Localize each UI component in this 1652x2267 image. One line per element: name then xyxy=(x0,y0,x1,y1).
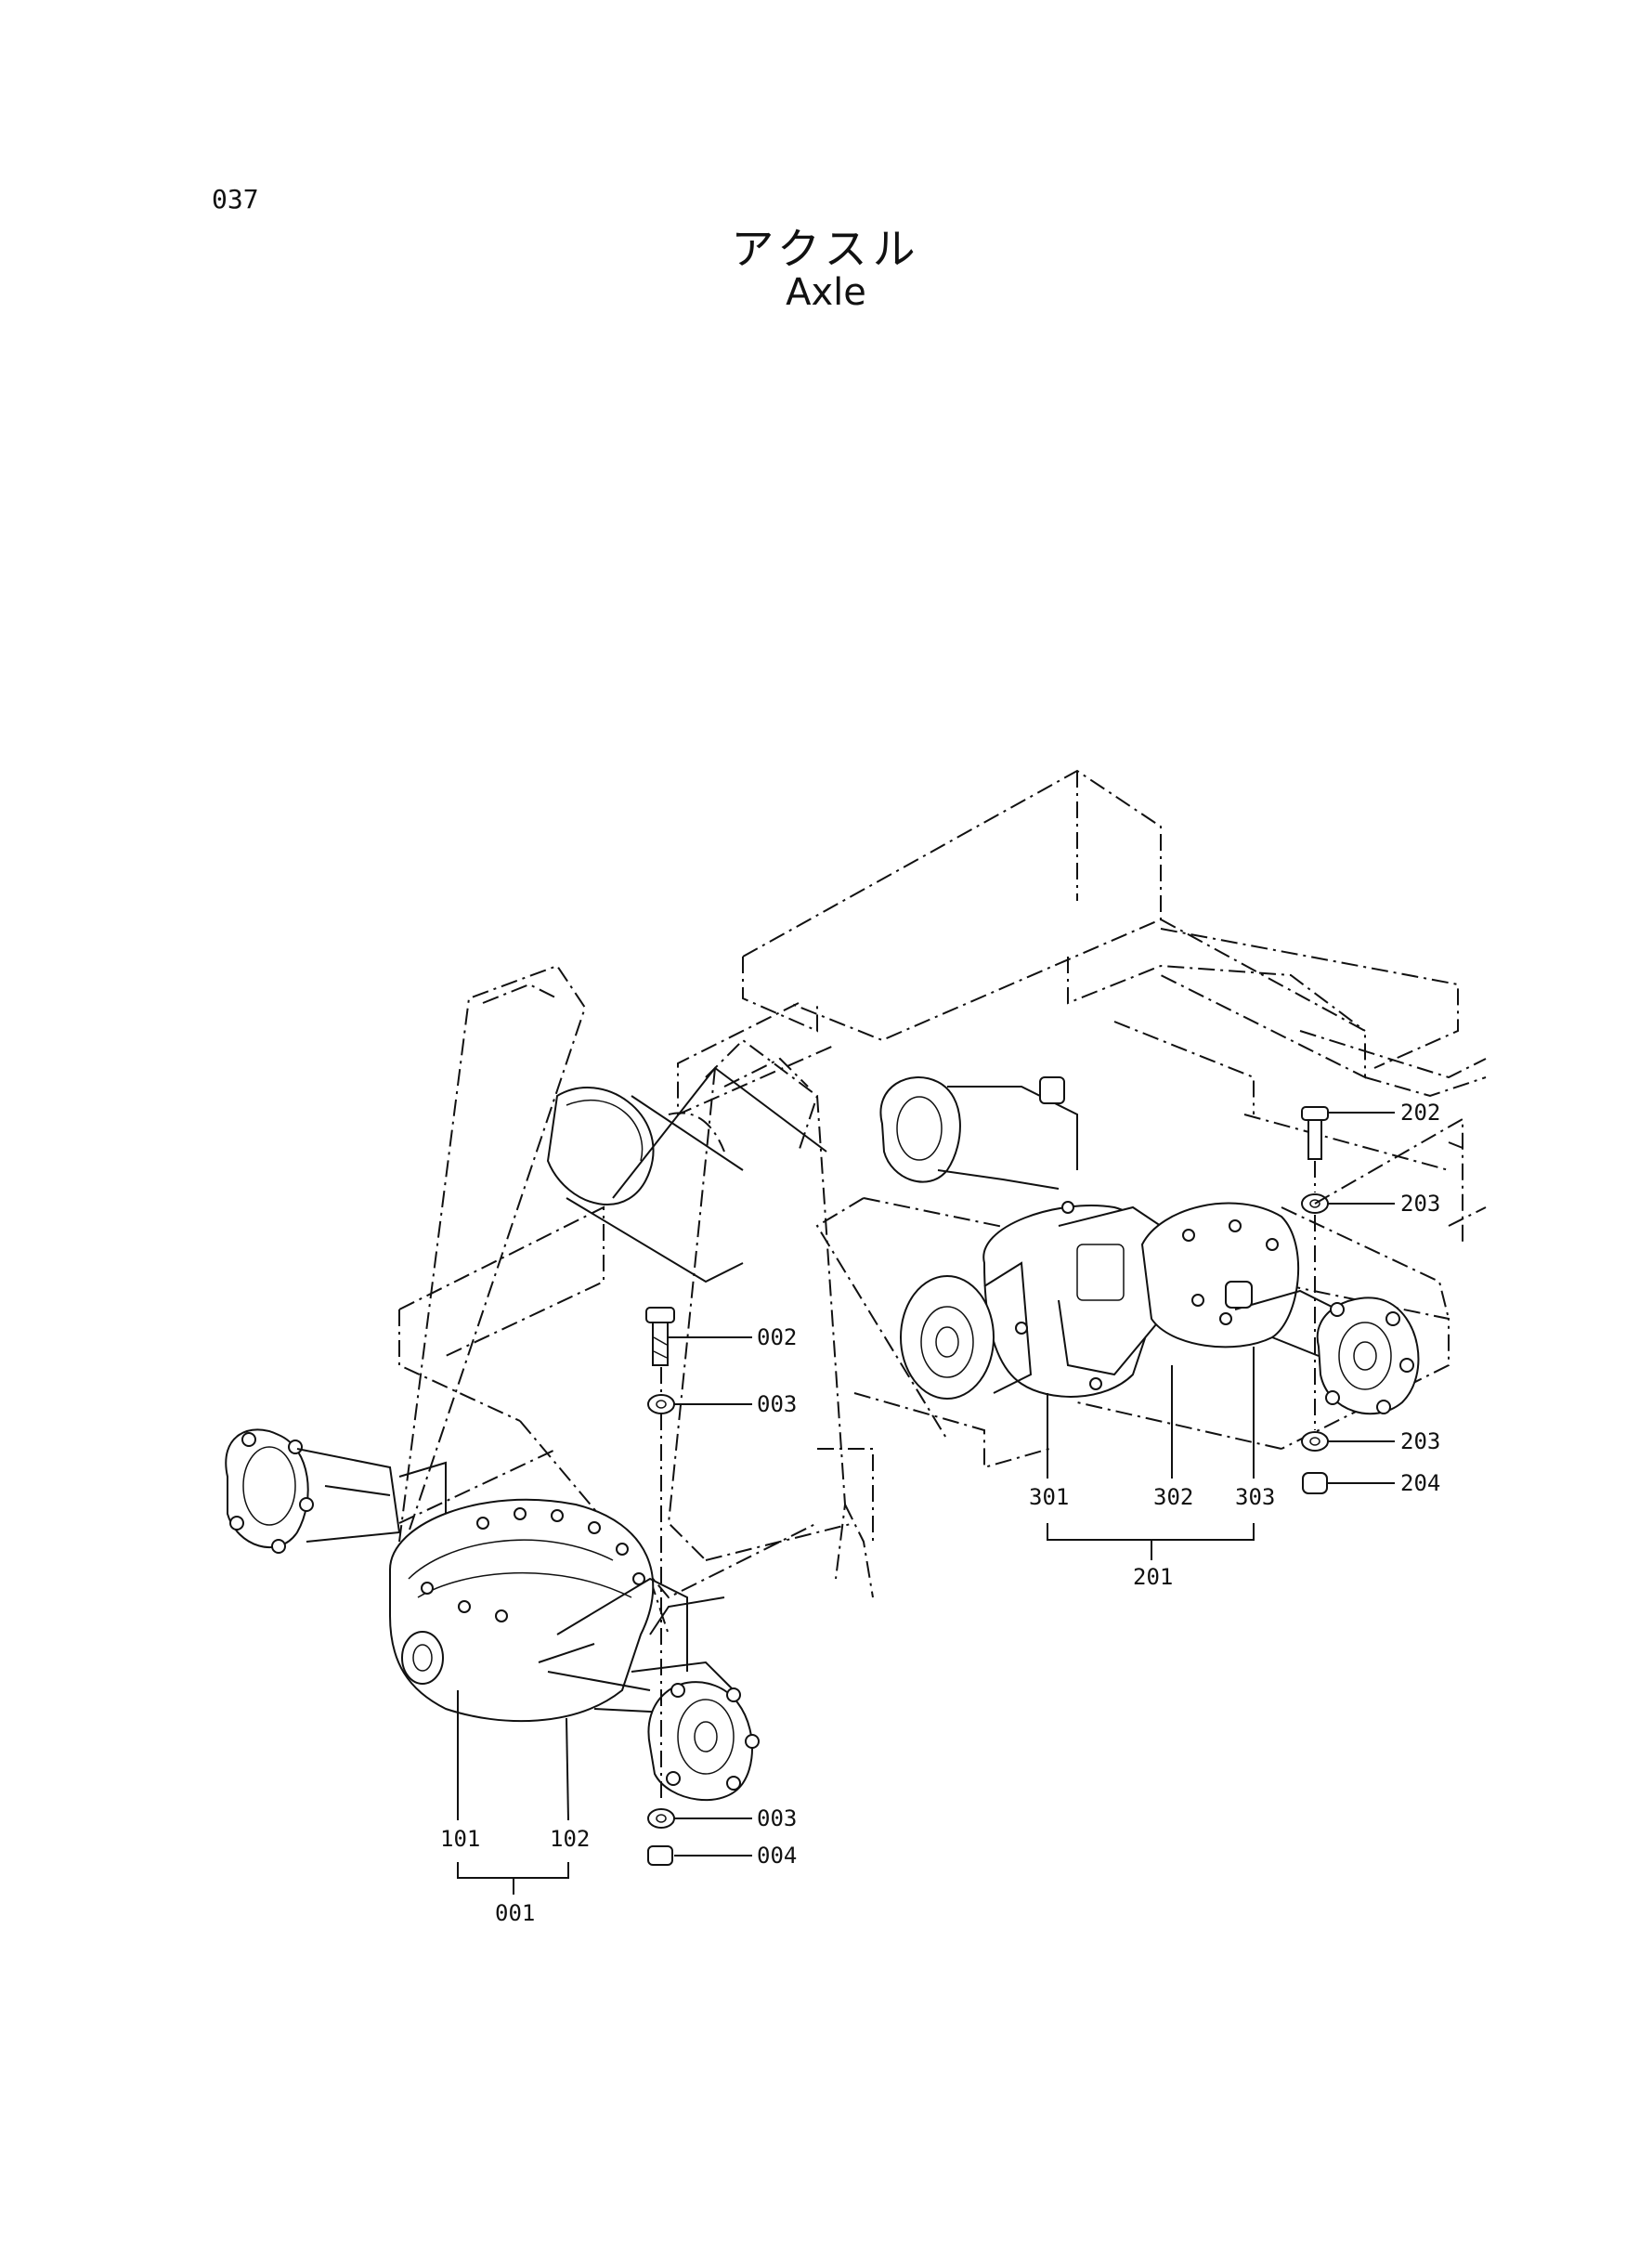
front-housing-bolts xyxy=(421,1507,645,1622)
rear-differential-housing xyxy=(1140,1202,1300,1348)
callout-numbers: 002 003 003 004 101 102 001 202 203 203 … xyxy=(440,1100,1440,1926)
callout-002: 002 xyxy=(757,1324,797,1350)
leader-lines xyxy=(457,1112,1463,1895)
frame-uprights xyxy=(398,964,874,1598)
rear-mount-plate xyxy=(1058,1205,1162,1376)
callout-201: 201 xyxy=(1133,1564,1173,1590)
callout-203-upper: 203 xyxy=(1400,1191,1440,1217)
front-nut-004 xyxy=(647,1845,673,1866)
callout-004: 004 xyxy=(757,1843,797,1869)
page-number: 037 xyxy=(212,184,259,215)
callout-203-lower: 203 xyxy=(1400,1428,1440,1454)
rear-housing-bolts xyxy=(1015,1201,1279,1390)
callout-003-upper: 003 xyxy=(757,1391,797,1417)
rear-nut-204 xyxy=(1302,1472,1328,1494)
callout-303: 303 xyxy=(1235,1484,1275,1510)
callout-204: 204 xyxy=(1400,1470,1440,1496)
callout-302: 302 xyxy=(1153,1484,1193,1510)
rear-mount-hardware xyxy=(1301,1106,1329,1494)
rear-axle-assembly xyxy=(879,1076,1420,1415)
rear-washer-203-lower xyxy=(1301,1431,1329,1452)
callout-003-lower: 003 xyxy=(757,1805,797,1831)
title-english: Axle xyxy=(786,271,866,314)
front-axle-assembly xyxy=(225,1428,760,1802)
front-washer-003-lower xyxy=(647,1808,675,1829)
callout-202: 202 xyxy=(1400,1100,1440,1126)
chassis-frame xyxy=(398,769,1487,1635)
cross-tube xyxy=(546,1087,744,1283)
callout-001: 001 xyxy=(495,1900,535,1926)
front-mount-hardware xyxy=(645,1307,675,1866)
front-differential-housing xyxy=(389,1498,655,1723)
callout-101: 101 xyxy=(440,1826,480,1852)
front-washer-003-upper xyxy=(647,1394,675,1414)
title-japanese: アクスル xyxy=(731,224,921,274)
rear-bolt-202 xyxy=(1307,1114,1322,1160)
callout-301: 301 xyxy=(1029,1484,1069,1510)
callout-102: 102 xyxy=(550,1826,590,1852)
